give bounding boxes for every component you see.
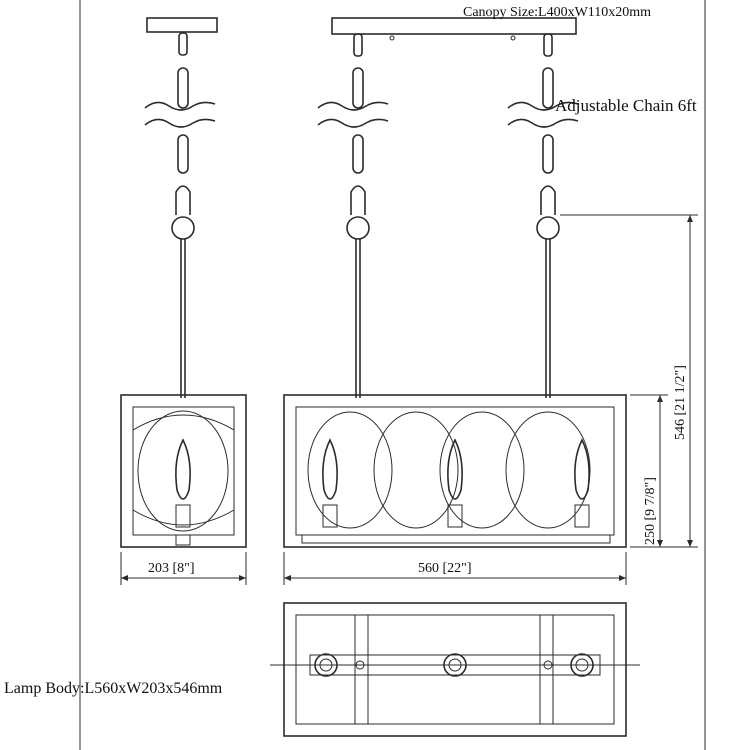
front-body-frame: [283, 394, 627, 548]
front-canopy: [331, 17, 577, 35]
page-frame: [79, 0, 706, 750]
front-chain-right: [507, 33, 579, 398]
top-socket-cups: [314, 653, 594, 677]
front-candles: [322, 438, 590, 528]
dim-body-height-label: 250 [9 7/8"]: [643, 477, 658, 545]
front-view: [283, 17, 627, 548]
lamp-body-size-label: Lamp Body:L560xW203x546mm: [4, 680, 223, 697]
dim-width-side-label: 203 [8"]: [148, 561, 195, 576]
front-chain-left: [317, 33, 389, 398]
dimension-side-width: [120, 552, 247, 585]
dim-total-height-label: 546 [21 1/2"]: [673, 365, 688, 440]
chain-length-label: Adjustable Chain 6ft: [555, 96, 697, 115]
side-chain: [144, 32, 216, 240]
side-body-frame: [120, 394, 247, 548]
dimension-front-length: [283, 552, 627, 585]
top-body-frame: [283, 602, 627, 737]
dim-length-front-label: 560 [22"]: [418, 561, 472, 576]
side-canopy: [146, 17, 218, 33]
canopy-size-label: Canopy Size:L400xW110x20mm: [463, 5, 651, 20]
dimension-total-height: [560, 214, 698, 548]
top-view: [270, 602, 640, 737]
side-view: [120, 17, 247, 548]
front-ring-pattern: [307, 411, 591, 529]
